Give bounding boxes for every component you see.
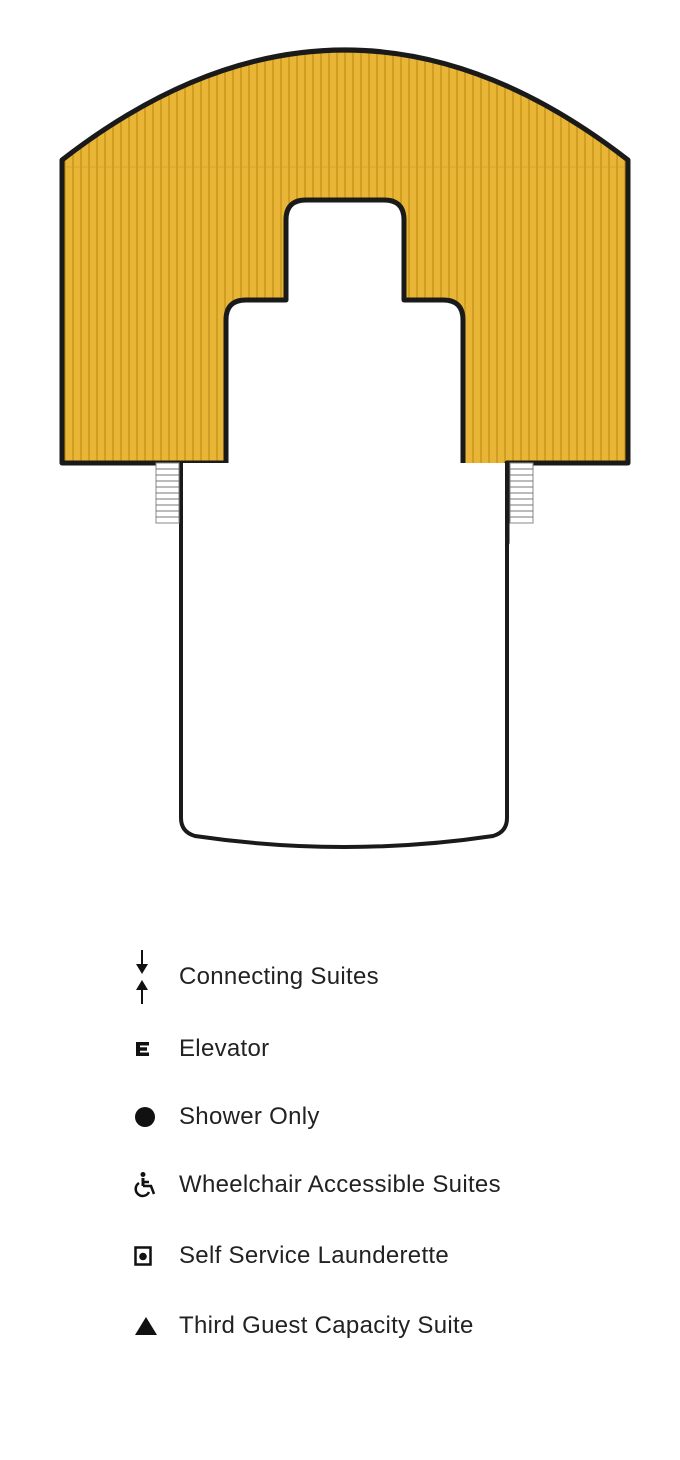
connecting-arrows-icon: [130, 950, 160, 1004]
legend-label: Elevator: [179, 1035, 270, 1062]
stairs-right: [509, 462, 534, 524]
stairs-left: [155, 462, 180, 524]
legend-label: Shower Only: [179, 1103, 320, 1130]
hull-outline: [179, 463, 509, 849]
legend-item-shower-only: Shower Only: [130, 1097, 320, 1137]
legend-item-launderette: Self Service Launderette: [130, 1236, 449, 1276]
launderette-icon: [130, 1236, 160, 1276]
triangle-icon: [130, 1306, 160, 1346]
legend-label: Third Guest Capacity Suite: [179, 1312, 474, 1339]
deck-plan: [59, 47, 631, 849]
legend-label: Self Service Launderette: [179, 1242, 450, 1269]
legend-item-wheelchair: Wheelchair Accessible Suites: [130, 1165, 501, 1205]
deck-area: [59, 47, 631, 546]
legend-label: Wheelchair Accessible Suites: [179, 1171, 501, 1198]
elevator-icon: [130, 1029, 160, 1069]
legend-item-connecting-suites: Connecting Suites: [130, 950, 379, 1004]
filled-circle-icon: [130, 1097, 160, 1137]
legend-item-elevator: Elevator: [130, 1029, 269, 1069]
legend-label: Connecting Suites: [179, 963, 379, 990]
wheelchair-icon: [130, 1165, 160, 1205]
legend-item-third-guest: Third Guest Capacity Suite: [130, 1306, 474, 1346]
